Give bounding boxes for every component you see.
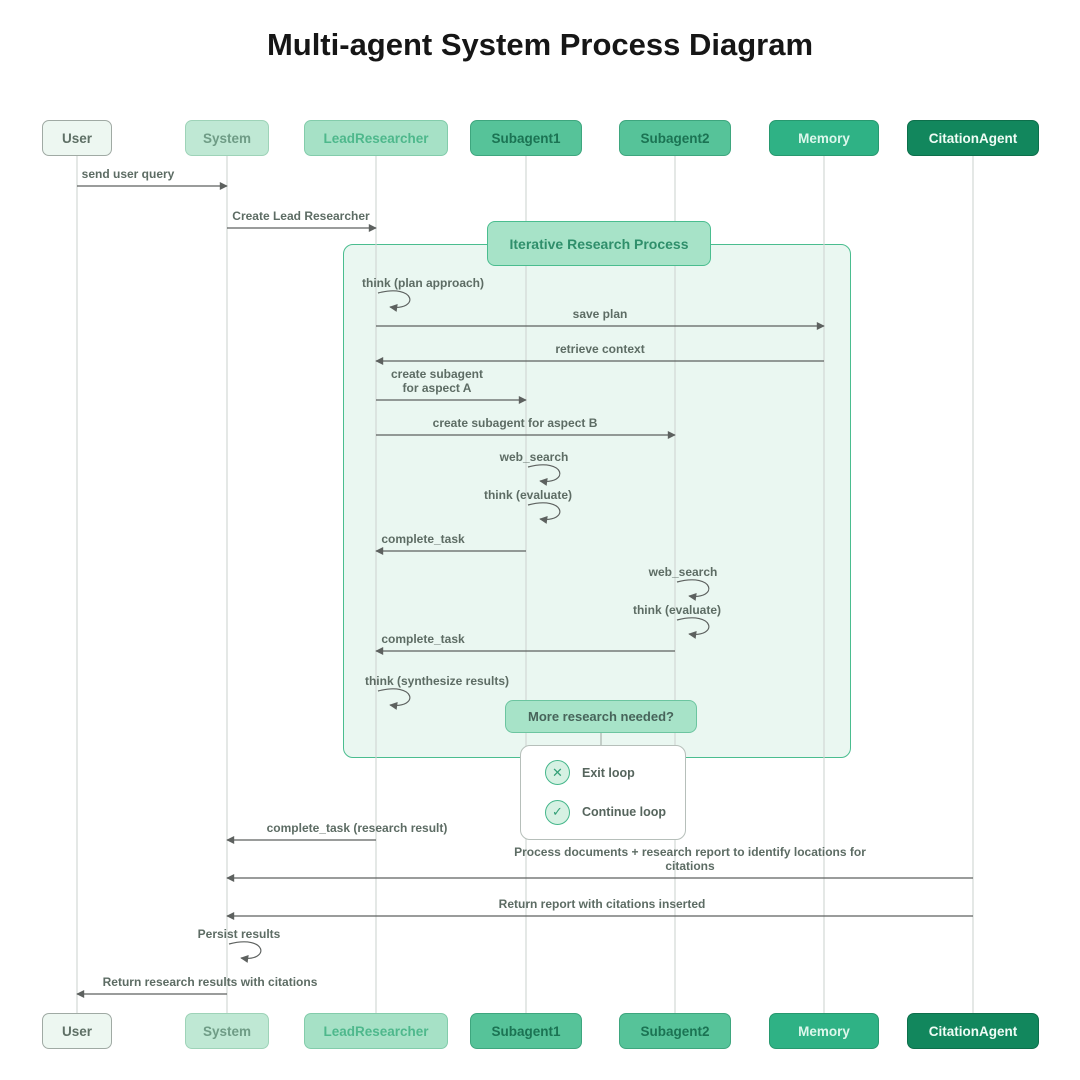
actor-system-top: System	[185, 120, 269, 156]
message-label: Persist results	[197, 927, 281, 941]
decision-box: More research needed?	[505, 700, 697, 733]
actor-sub2-bottom: Subagent2	[619, 1013, 731, 1049]
diagram-title: Multi-agent System Process Diagram	[266, 27, 814, 62]
message-label: send user query	[81, 167, 175, 181]
actor-system-bottom: System	[185, 1013, 269, 1049]
actor-user-top: User	[42, 120, 112, 156]
message-label: Return research results with citations	[102, 975, 318, 989]
message-label: Process documents + research report to i…	[514, 845, 866, 873]
branch-item-exit: ✕ Exit loop	[545, 760, 685, 786]
branch-item-continue: ✓ Continue loop	[545, 799, 685, 825]
loop-title: Iterative Research Process	[487, 221, 711, 266]
actor-sub1-bottom: Subagent1	[470, 1013, 582, 1049]
actor-citation-top: CitationAgent	[907, 120, 1039, 156]
branch-item-label: Exit loop	[582, 765, 635, 780]
check-circle-icon: ✓	[545, 799, 570, 825]
message-label: complete_task (research result)	[266, 821, 448, 835]
message-label: Create Lead Researcher	[232, 209, 370, 223]
actor-citation-bottom: CitationAgent	[907, 1013, 1039, 1049]
actor-memory-top: Memory	[769, 120, 879, 156]
branch-item-label: Continue loop	[582, 805, 667, 820]
self-message-arrow	[228, 941, 262, 963]
actor-sub1-top: Subagent1	[470, 120, 582, 156]
message-label: Return report with citations inserted	[498, 897, 706, 911]
actor-lead-top: LeadResearcher	[304, 120, 448, 156]
actor-lead-bottom: LeadResearcher	[304, 1013, 448, 1049]
actor-memory-bottom: Memory	[769, 1013, 879, 1049]
actor-sub2-top: Subagent2	[619, 120, 731, 156]
x-circle-icon: ✕	[545, 760, 570, 786]
actor-user-bottom: User	[42, 1013, 112, 1049]
branch-panel: ✕ Exit loop ✓ Continue loop	[520, 745, 686, 840]
loop-region	[343, 244, 851, 758]
